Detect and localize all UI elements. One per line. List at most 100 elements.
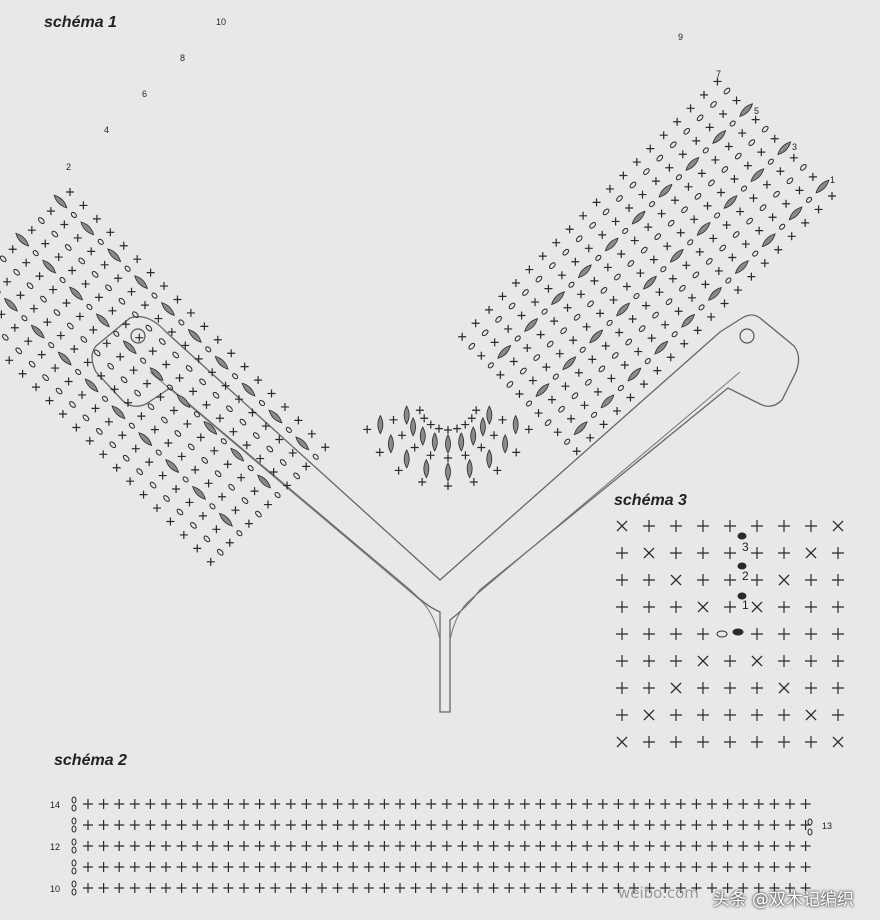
single-crochet-symbol: [41, 239, 50, 248]
round-number: 2: [742, 569, 749, 583]
slip-stitch-symbol: [805, 547, 817, 559]
single-crochet-symbol: [237, 473, 246, 482]
single-crochet-symbol: [488, 841, 499, 851]
puff-stitch-symbol: [53, 194, 68, 209]
single-crochet-symbol: [332, 820, 343, 830]
chain-symbol: [622, 227, 629, 235]
chain-symbol: [71, 796, 77, 804]
single-crochet-symbol: [504, 841, 515, 851]
watermark-text: 头条 @双木记编织: [712, 890, 854, 910]
chain-symbol: [562, 248, 570, 256]
puff-stitch-symbol: [577, 264, 592, 279]
single-crochet-symbol: [108, 306, 117, 315]
single-crochet-symbol: [410, 883, 421, 893]
round-number: 1: [742, 598, 749, 612]
chain-symbol: [541, 308, 548, 315]
single-crochet-symbol: [395, 862, 405, 872]
single-crochet-symbol: [148, 347, 157, 356]
chain-symbol: [247, 465, 254, 472]
single-crochet-symbol: [75, 312, 84, 321]
single-crochet-symbol: [441, 883, 452, 893]
chain-symbol: [274, 491, 281, 499]
chain-symbol: [71, 838, 77, 846]
single-crochet-symbol: [550, 317, 559, 326]
single-crochet-symbol: [98, 841, 109, 851]
single-crochet-symbol: [542, 363, 551, 372]
single-crochet-symbol: [457, 799, 468, 809]
puff-stitch-symbol: [15, 232, 30, 247]
single-crochet-symbol: [348, 883, 359, 893]
single-crochet-symbol: [45, 396, 54, 405]
single-crochet-symbol: [597, 799, 608, 809]
single-crochet-symbol: [655, 288, 664, 297]
single-crochet-symbol: [162, 360, 171, 369]
single-crochet-symbol: [114, 841, 125, 851]
single-crochet-symbol: [675, 862, 686, 872]
chain-symbol: [71, 846, 77, 854]
single-crochet-symbol: [164, 439, 173, 448]
single-crochet-symbol: [192, 841, 203, 851]
strap-inner-left: [149, 371, 441, 641]
single-crochet-symbol: [738, 129, 747, 138]
single-crochet-symbol: [776, 167, 785, 176]
chain-symbol: [807, 828, 813, 836]
chain-symbol: [38, 217, 45, 224]
single-crochet-symbol: [599, 420, 608, 429]
chain-symbol: [293, 472, 300, 480]
single-crochet-symbol: [285, 841, 296, 851]
single-crochet-symbol: [348, 841, 359, 851]
row-number: 9: [678, 32, 683, 42]
single-crochet-symbol: [129, 366, 138, 375]
puff-stitch-symbol: [708, 286, 722, 301]
slip-stitch-symbol: [670, 682, 682, 694]
single-crochet-symbol: [709, 234, 718, 243]
puff-stitch-symbol: [445, 462, 451, 482]
single-crochet-symbol: [218, 492, 227, 501]
puff-stitch-symbol: [761, 233, 776, 248]
single-crochet-symbol: [768, 213, 777, 222]
chain-symbol: [226, 405, 233, 413]
single-crochet-symbol: [213, 335, 222, 344]
single-crochet-symbol: [738, 841, 749, 851]
single-crochet-symbol: [394, 466, 403, 475]
single-crochet-symbol: [751, 547, 763, 559]
chain-symbol: [134, 389, 141, 397]
single-crochet-symbol: [444, 426, 452, 434]
single-crochet-symbol: [626, 393, 635, 402]
schema-3-motif: [616, 520, 844, 748]
single-crochet-symbol: [601, 341, 610, 350]
single-crochet-symbol: [379, 820, 390, 830]
single-crochet-symbol: [617, 249, 626, 258]
single-crochet-symbol: [675, 841, 686, 851]
piece-outline: [91, 314, 800, 713]
single-crochet-symbol: [630, 236, 639, 245]
single-crochet-symbol: [551, 862, 561, 872]
single-crochet-symbol: [196, 433, 205, 442]
single-crochet-symbol: [832, 628, 844, 640]
single-crochet-symbol: [607, 374, 616, 383]
chain-symbol: [705, 258, 713, 265]
chain-symbol: [643, 168, 650, 175]
puff-stitch-symbol: [627, 367, 642, 382]
single-crochet-symbol: [697, 682, 709, 694]
puff-stitch-symbol: [777, 141, 792, 156]
chain-symbol: [252, 432, 260, 439]
chain-symbol: [665, 298, 673, 306]
puff-stitch-symbol: [734, 260, 749, 275]
single-crochet-symbol: [18, 369, 27, 378]
single-crochet-symbol: [426, 451, 435, 460]
puff-stitch-symbol: [122, 340, 137, 355]
single-crochet-symbol: [724, 520, 736, 532]
puff-stitch-symbol: [750, 168, 765, 183]
single-crochet-symbol: [490, 338, 499, 347]
single-crochet-symbol: [551, 799, 561, 809]
puff-stitch-symbol: [149, 367, 164, 382]
single-crochet-symbol: [569, 336, 578, 345]
single-crochet-symbol: [410, 820, 421, 830]
puff-stitch-symbol: [295, 436, 310, 451]
single-crochet-symbol: [83, 862, 93, 872]
single-crochet-symbol: [572, 447, 581, 456]
single-crochet-symbol: [229, 427, 238, 436]
single-crochet-symbol: [643, 601, 655, 613]
